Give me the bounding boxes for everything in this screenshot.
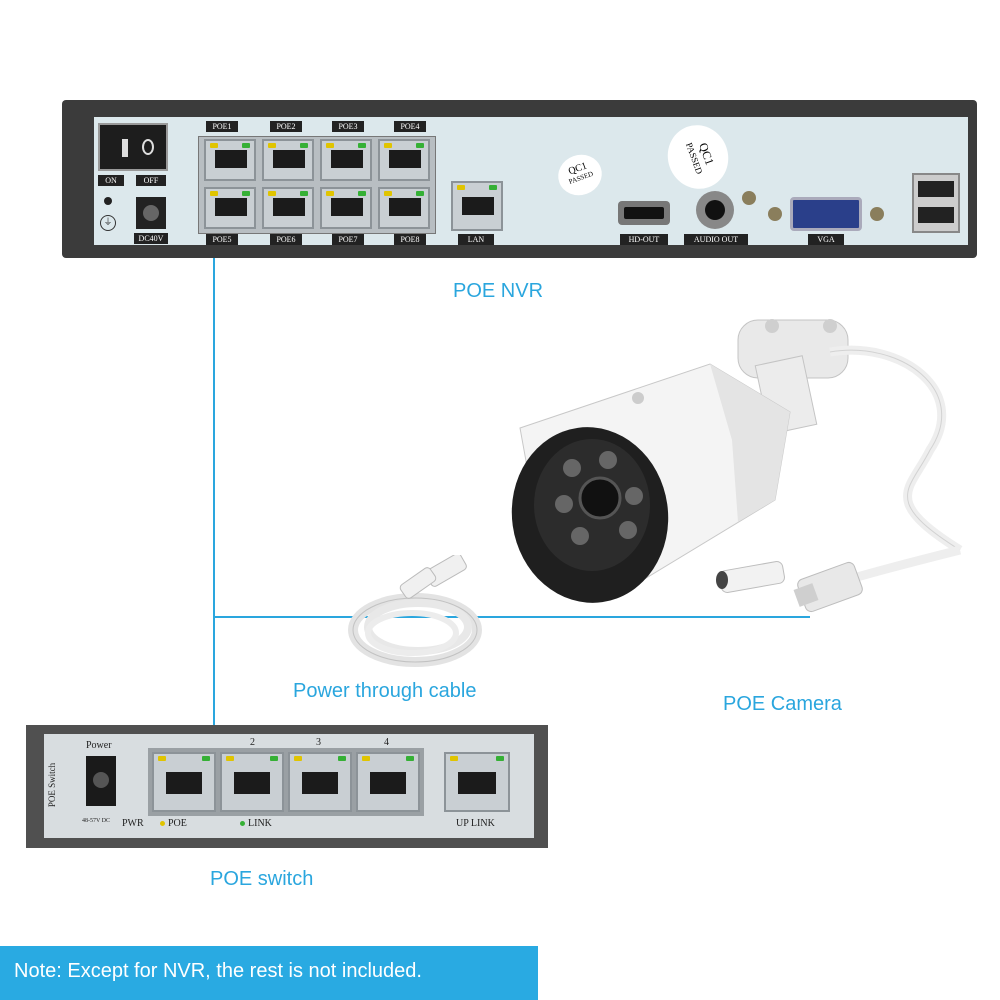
poe-indicator-dot [160, 821, 165, 826]
poe4-label: POE4 [394, 121, 426, 132]
poe-camera-image [511, 319, 963, 613]
vga-port[interactable] [768, 197, 884, 231]
switch-on-label: ON [98, 175, 124, 186]
poe7-label: POE7 [332, 234, 364, 245]
switch-off-label: OFF [136, 175, 166, 186]
nvr-rear-panel: ON OFF ⏚ DC40V POE1 POE2 POE3 POE4 POE5 … [62, 100, 977, 258]
vga-label: VGA [808, 234, 844, 245]
switch-uplink-port[interactable] [444, 752, 510, 812]
switch-port-2[interactable] [220, 752, 284, 812]
poe-switch-face: POE Switch Power 48-57V DC 2 3 4 PWR POE… [44, 734, 534, 838]
camera-caption: POE Camera [723, 693, 842, 715]
switch-port-3[interactable] [288, 752, 352, 812]
poe6-label: POE6 [270, 234, 302, 245]
hdmi-label: HD-OUT [620, 234, 668, 245]
switch-dc-jack[interactable] [86, 756, 116, 806]
poe6-port[interactable] [262, 187, 314, 229]
poe1-label: POE1 [206, 121, 238, 132]
switch-port-4[interactable] [356, 752, 420, 812]
poe8-label: POE8 [394, 234, 426, 245]
note-text: Note: Except for NVR, the rest is not in… [14, 960, 422, 982]
audio-out-label: AUDIO OUT [684, 234, 748, 245]
audio-screw [742, 191, 756, 205]
switch-side-label: POE Switch [47, 762, 58, 808]
poe1-port[interactable] [204, 139, 256, 181]
poe4-port[interactable] [378, 139, 430, 181]
switch-caption: POE switch [210, 868, 314, 890]
switch-uplink-label: UP LINK [456, 818, 495, 829]
poe2-label: POE2 [270, 121, 302, 132]
lan-label: LAN [458, 234, 494, 245]
poe2-port[interactable] [262, 139, 314, 181]
note-banner: Note: Except for NVR, the rest is not in… [0, 946, 538, 1000]
cable-caption: Power through cable [293, 680, 477, 702]
ground-icon: ⏚ [100, 215, 116, 231]
nvr-panel-face: ON OFF ⏚ DC40V POE1 POE2 POE3 POE4 POE5 … [94, 116, 968, 245]
ethernet-cable-coil [348, 555, 482, 667]
poe-switch-device: POE Switch Power 48-57V DC 2 3 4 PWR POE… [26, 725, 548, 848]
switch-poe-label: POE [168, 818, 187, 829]
power-rocker-switch[interactable] [98, 123, 168, 171]
hdmi-port[interactable] [618, 201, 670, 225]
poe8-port[interactable] [378, 187, 430, 229]
dc-power-jack[interactable] [136, 197, 166, 229]
dc-power-label: DC40V [134, 233, 168, 244]
port-number-4: 4 [384, 737, 389, 748]
poe3-port[interactable] [320, 139, 372, 181]
switch-voltage-label: 48-57V DC [82, 818, 111, 824]
port-number-2: 2 [250, 737, 255, 748]
port-number-3: 3 [316, 737, 321, 748]
poe5-port[interactable] [204, 187, 256, 229]
ground-screw [104, 197, 112, 205]
usb-ports[interactable] [912, 173, 960, 233]
link-indicator-dot [240, 821, 245, 826]
qc-sticker-large: QC1 PASSED [658, 116, 738, 198]
poe5-label: POE5 [206, 234, 238, 245]
switch-power-label: Power [86, 740, 112, 751]
audio-out-jack[interactable] [696, 191, 734, 229]
switch-link-label: LINK [248, 818, 272, 829]
qc-sticker-small: QC1 PASSED [552, 148, 608, 202]
switch-pwr-label: PWR [122, 818, 144, 829]
nvr-caption: POE NVR [453, 280, 544, 302]
lan-port[interactable] [451, 181, 503, 231]
poe3-label: POE3 [332, 121, 364, 132]
switch-port-1[interactable] [152, 752, 216, 812]
poe7-port[interactable] [320, 187, 372, 229]
